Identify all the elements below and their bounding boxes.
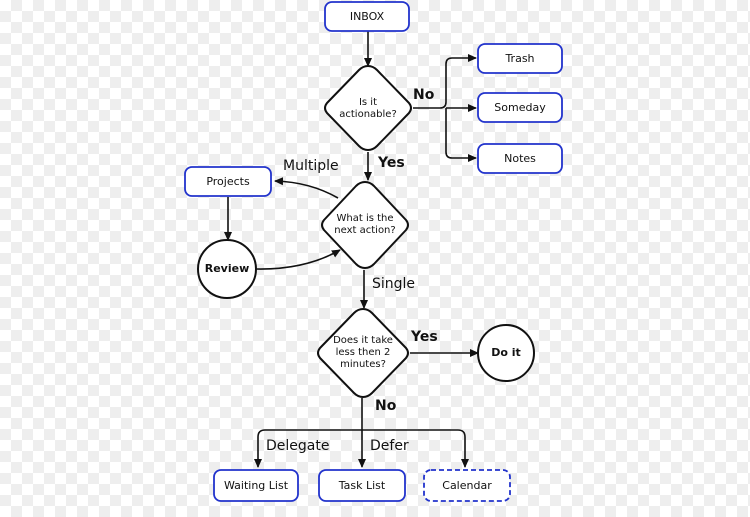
edge-label-defer: Defer: [370, 438, 409, 454]
node-doit-circle: [477, 324, 535, 382]
node-do-it: Do it: [491, 346, 521, 359]
node-waitinglist-box: [213, 469, 299, 502]
edge-actionable-notes: [445, 108, 477, 162]
edge-label-no-2: No: [375, 398, 397, 414]
edge-label-single: Single: [372, 276, 416, 292]
node-tasklist-box: [318, 469, 406, 502]
node-notes-box: [477, 143, 563, 174]
node-inbox: INBOX: [349, 10, 385, 23]
edge-label-yes-2: Yes: [411, 329, 438, 345]
edge-label-yes-1: Yes: [378, 155, 405, 171]
node-projects-box: [184, 166, 272, 197]
node-actionable-diamond: [324, 65, 412, 151]
node-inbox-box: [324, 1, 410, 32]
node-nextaction-diamond: [321, 181, 409, 269]
node-trash: Trash: [505, 52, 535, 65]
node-calendar-box: [423, 469, 511, 502]
node-review: Review: [204, 262, 250, 275]
node-waiting-list: Waiting List: [223, 479, 289, 492]
node-notes: Notes: [504, 152, 536, 165]
node-someday: Someday: [494, 101, 546, 114]
node-task-list: Task List: [338, 479, 386, 492]
node-actionable: Is it actionable?: [339, 97, 397, 120]
edge-split-calendar: [362, 429, 469, 468]
node-calendar: Calendar: [442, 479, 492, 492]
node-next-action: What is the next action?: [334, 213, 396, 236]
node-two-minutes: Does it take less then 2 minutes?: [333, 335, 393, 370]
edge-label-no-1: No: [413, 87, 435, 103]
node-review-circle: [197, 239, 257, 299]
node-trash-box: [477, 43, 563, 74]
node-projects: Projects: [206, 175, 250, 188]
node-twominutes-diamond: [317, 308, 409, 398]
edge-review-nextaction: [255, 249, 341, 270]
edge-label-multiple: Multiple: [283, 158, 339, 174]
edge-split-waitinglist: [254, 429, 362, 468]
edge-nextaction-projects: [274, 177, 339, 199]
edge-actionable-trash: [413, 54, 477, 109]
edge-label-delegate: Delegate: [266, 438, 330, 454]
node-someday-box: [477, 92, 563, 123]
